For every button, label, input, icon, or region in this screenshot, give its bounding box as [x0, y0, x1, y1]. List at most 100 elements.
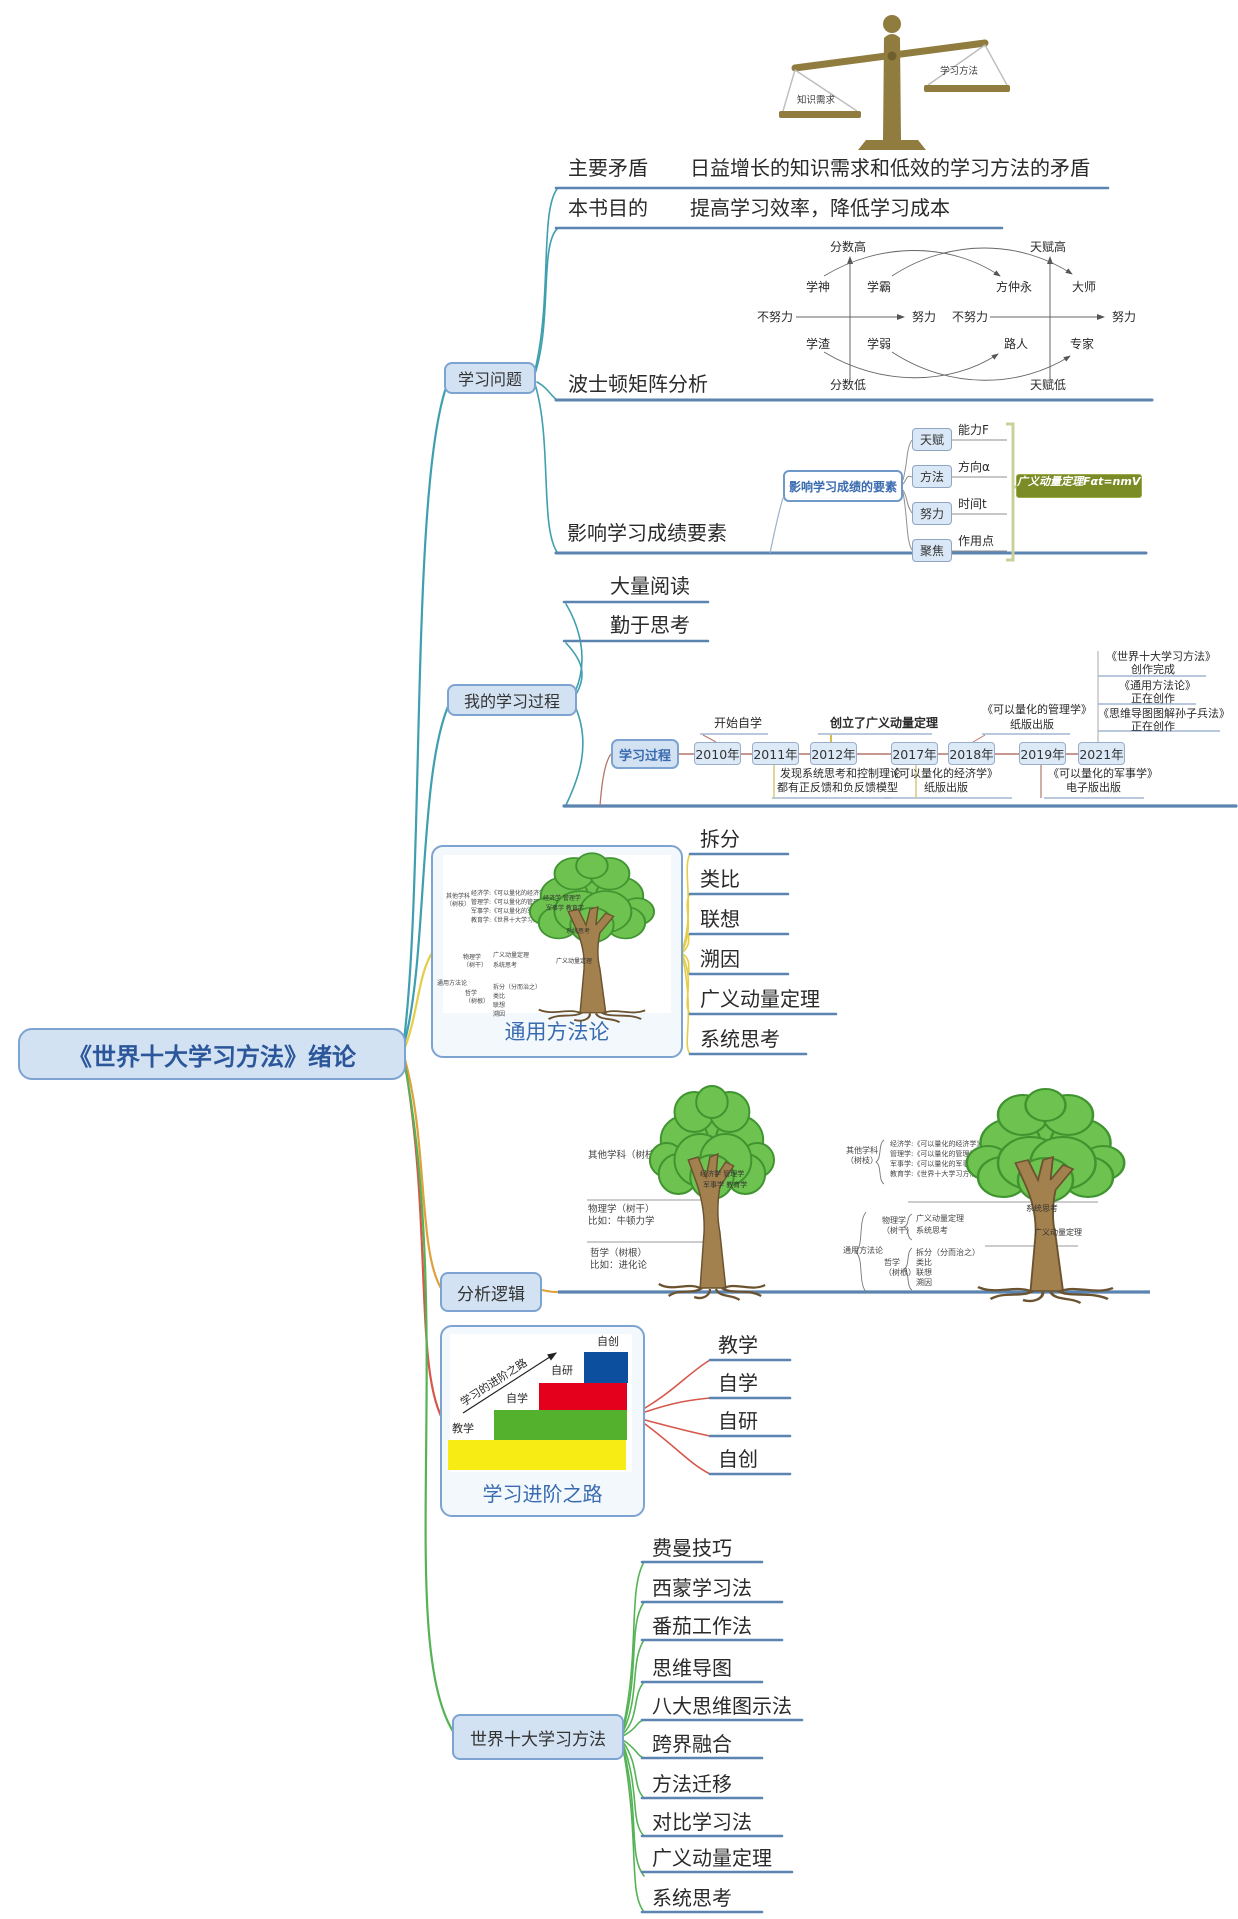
ann-mgmt-book-1[interactable]: 《可以量化的管理学》	[982, 703, 1092, 716]
year-2011[interactable]: 2011年	[752, 742, 799, 765]
matrix-right-q4: 专家	[1070, 337, 1095, 351]
methodology-card-image	[443, 855, 671, 1013]
matrix-right-ybottom: 天赋低	[1030, 378, 1067, 392]
timeline-title-box[interactable]: 学习过程	[611, 739, 679, 769]
analysis-right-methodology-label: 通用方法论	[843, 1246, 883, 1255]
ten-item-crossover[interactable]: 跨界融合	[652, 1732, 732, 1756]
ten-item-mindmap[interactable]: 思维导图	[652, 1656, 732, 1680]
card-subject-mgmt: 管理学:《可以量化的管理学》	[471, 899, 552, 906]
stair-create	[584, 1352, 628, 1383]
card-subject-econ: 经济学:《可以量化的经济学》	[471, 890, 552, 897]
branch-learning-problem[interactable]: 学习问题	[444, 362, 536, 394]
matrix-left-ytop: 分数高	[830, 240, 867, 254]
matrix-left-ybottom: 分数低	[830, 378, 867, 392]
topic-score-factors[interactable]: 影响学习成绩要素	[567, 521, 727, 545]
ten-item-eight-diagrams[interactable]: 八大思维图示法	[652, 1694, 792, 1718]
factor-box-effort[interactable]: 努力	[912, 502, 952, 525]
root-topic[interactable]: 《世界十大学习方法》绪论	[18, 1028, 406, 1080]
analysis-right-philosophy-item-2: 类比	[916, 1258, 932, 1267]
topic-main-contradiction[interactable]: 主要矛盾	[568, 156, 648, 180]
momentum-theorem-box[interactable]: 广义动量定理Fαt=nmV	[1016, 474, 1142, 498]
card-physics-item-2: 系统思考	[493, 962, 518, 969]
factor-box-talent[interactable]: 天赋	[912, 428, 952, 451]
scale-right-pan-label: 学习方法	[940, 66, 979, 77]
ten-item-feynman[interactable]: 费曼技巧	[652, 1536, 732, 1560]
ann-econ-book-1[interactable]: 《可以量化的经济学》	[888, 767, 998, 780]
matrix-right-q3: 路人	[1004, 337, 1029, 351]
path-item-selflearn[interactable]: 自学	[718, 1371, 758, 1395]
ann-founded-theorem[interactable]: 创立了广义动量定理	[830, 716, 939, 730]
analysis-right-subject-edu: 教育学:《世界十大学习方法》	[890, 1170, 984, 1178]
stair-research	[539, 1383, 627, 1410]
topic-book-purpose[interactable]: 本书目的	[568, 196, 648, 220]
path-item-teach[interactable]: 教学	[718, 1333, 758, 1357]
factor-label-direction: 方向α	[958, 460, 990, 474]
ten-item-simon[interactable]: 西蒙学习法	[652, 1576, 752, 1600]
matrix-right-q2: 大师	[1072, 280, 1097, 294]
card-physics-item-1: 广义动量定理	[493, 952, 530, 959]
ten-item-transfer[interactable]: 方法迁移	[652, 1772, 732, 1796]
card-philosophy-item-1: 拆分（分而治之）	[493, 984, 542, 991]
factors-main-box[interactable]: 影响学习成绩的要素	[783, 470, 903, 502]
topic-main-contradiction-value[interactable]: 日益增长的知识需求和低效的学习方法的矛盾	[690, 156, 1090, 180]
ten-item-systems[interactable]: 系统思考	[652, 1886, 732, 1910]
year-2017[interactable]: 2017年	[891, 742, 938, 765]
analysis-right-tree-trunk-word-1: 系统思考	[1026, 1204, 1058, 1213]
matrix-left-q2: 学霸	[867, 280, 892, 294]
ann-mindmap-sunzi-1[interactable]: 《思维导图图解孙子兵法》	[1098, 707, 1230, 720]
topic-think-often[interactable]: 勤于思考	[610, 613, 690, 637]
method-item-association[interactable]: 联想	[700, 907, 740, 931]
method-item-abduction[interactable]: 溯因	[700, 947, 740, 971]
matrix-right-xpos: 努力	[1112, 310, 1137, 324]
analysis-right-philosophy-1: 哲学	[884, 1258, 900, 1267]
method-item-analogy[interactable]: 类比	[700, 867, 740, 891]
stair-label-selflearn: 自学	[506, 1392, 528, 1405]
card-tree-branch-words-1: 经济学 管理学	[543, 895, 581, 902]
ten-item-pomodoro[interactable]: 番茄工作法	[652, 1614, 752, 1638]
method-item-split[interactable]: 拆分	[700, 827, 740, 851]
analysis-left-branches-label: 其他学科（树枝）	[588, 1150, 665, 1161]
analysis-right-physics-item-1: 广义动量定理	[916, 1214, 964, 1223]
year-2010[interactable]: 2010年	[694, 742, 741, 765]
right-pan-strings	[927, 44, 1008, 86]
ann-tenmethods-1[interactable]: 《世界十大学习方法》	[1106, 650, 1216, 663]
card-subjects-label-1: 其他学科	[446, 893, 471, 900]
year-2021[interactable]: 2021年	[1078, 742, 1125, 765]
topic-boston-matrix[interactable]: 波士顿矩阵分析	[568, 372, 708, 396]
topic-read-a-lot[interactable]: 大量阅读	[610, 574, 690, 598]
branch-my-process[interactable]: 我的学习过程	[447, 684, 577, 716]
branch-analysis-logic[interactable]: 分析逻辑	[440, 1272, 542, 1312]
year-2012[interactable]: 2012年	[810, 742, 857, 765]
ann-feedback-1[interactable]: 发现系统思考和控制理论	[780, 767, 901, 780]
branch-ten-methods[interactable]: 世界十大学习方法	[452, 1714, 624, 1760]
factor-label-point: 作用点	[958, 534, 995, 548]
factor-box-focus[interactable]: 聚焦	[912, 539, 952, 562]
factor-box-method[interactable]: 方法	[912, 465, 952, 488]
path-item-create[interactable]: 自创	[718, 1447, 758, 1471]
ann-general-methodology-1[interactable]: 《通用方法论》	[1119, 679, 1196, 692]
analysis-right-tree-trunk-word-2: 广义动量定理	[1034, 1228, 1082, 1237]
ann-mgmt-book-2: 纸版出版	[1010, 718, 1054, 731]
ann-start-selfstudy[interactable]: 开始自学	[714, 716, 763, 730]
path-item-research[interactable]: 自研	[718, 1409, 758, 1433]
ten-item-momentum[interactable]: 广义动量定理	[652, 1846, 772, 1870]
year-2018[interactable]: 2018年	[948, 742, 995, 765]
matrix-left-xneg: 不努力	[757, 310, 794, 324]
card-methodology-label: 通用方法论	[437, 980, 468, 987]
matrix-left-q3: 学渣	[806, 337, 831, 351]
ann-military-book-1[interactable]: 《可以量化的军事学》	[1048, 767, 1158, 780]
year-2019[interactable]: 2019年	[1019, 742, 1066, 765]
card-tree-trunk-word-2: 广义动量定理	[556, 958, 593, 965]
analysis-left-philosophy-eg: 比如：进化论	[590, 1260, 648, 1271]
method-item-momentum[interactable]: 广义动量定理	[700, 987, 820, 1011]
analysis-right-philosophy-2: （树根）	[884, 1268, 916, 1277]
matrix-left-xpos: 努力	[912, 310, 937, 324]
analysis-left-physics-label: 物理学（树干）	[588, 1204, 655, 1215]
method-item-systems[interactable]: 系统思考	[700, 1027, 780, 1051]
ten-item-contrast[interactable]: 对比学习法	[652, 1810, 752, 1834]
scale-beam	[791, 39, 989, 72]
scale-post	[858, 15, 926, 150]
card-subjects-label-2: （树枝）	[446, 901, 471, 908]
topic-book-purpose-value[interactable]: 提高学习效率，降低学习成本	[690, 196, 950, 220]
